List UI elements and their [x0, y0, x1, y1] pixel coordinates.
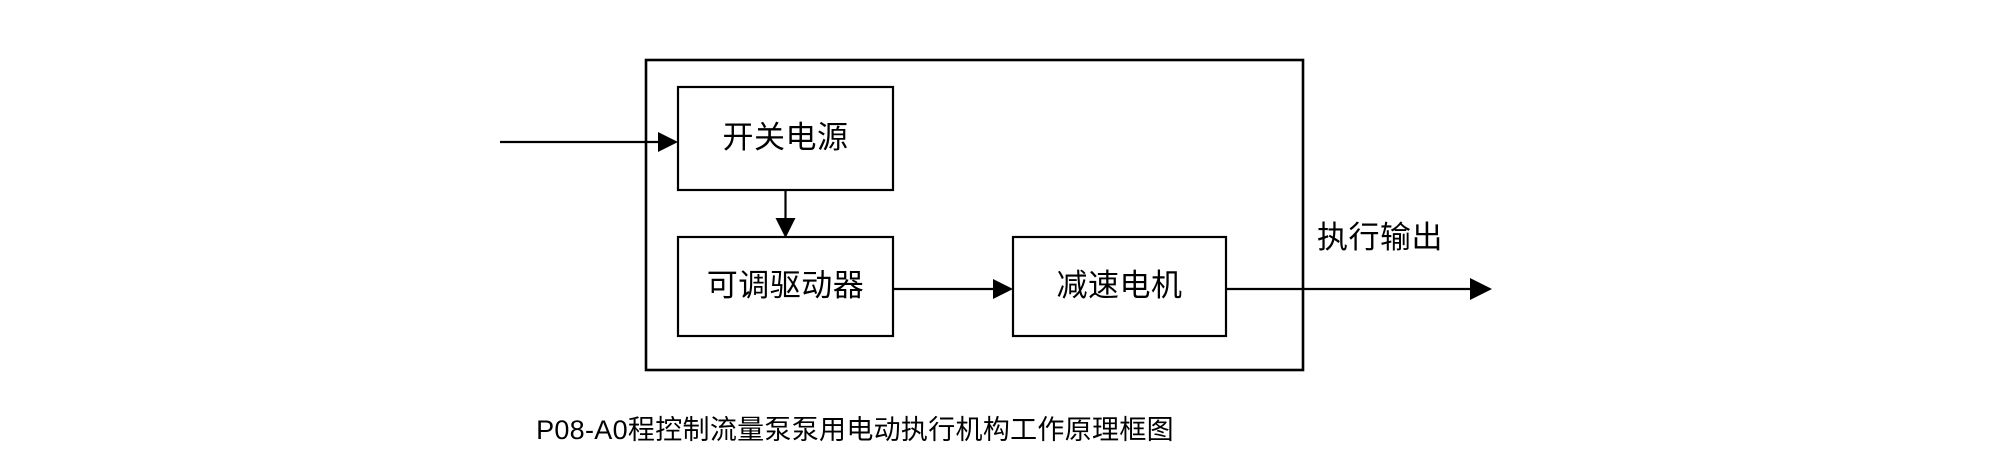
driver-to-motor-arrowhead: [993, 279, 1013, 299]
supply-to-driver-arrowhead: [775, 218, 796, 238]
block-label-geared-motor: 减速电机: [1057, 268, 1183, 303]
block-switching-power-supply: [676, 85, 895, 192]
block-label-adjustable-driver: 可调驱动器: [707, 268, 865, 303]
figure-caption: P08-A0程控制流量泵泵用电动执行机构工作原理框图: [536, 415, 1174, 445]
edge-label-motor-output: 执行输出: [1317, 220, 1443, 255]
power-input-arrowhead: [658, 132, 678, 152]
motor-output-arrowhead: [1470, 278, 1492, 300]
block-geared-motor: [1011, 235, 1228, 338]
block-adjustable-driver: [676, 235, 895, 338]
actuator-enclosure: [644, 58, 1305, 372]
block-label-switching-power-supply: 开关电源: [723, 120, 849, 155]
